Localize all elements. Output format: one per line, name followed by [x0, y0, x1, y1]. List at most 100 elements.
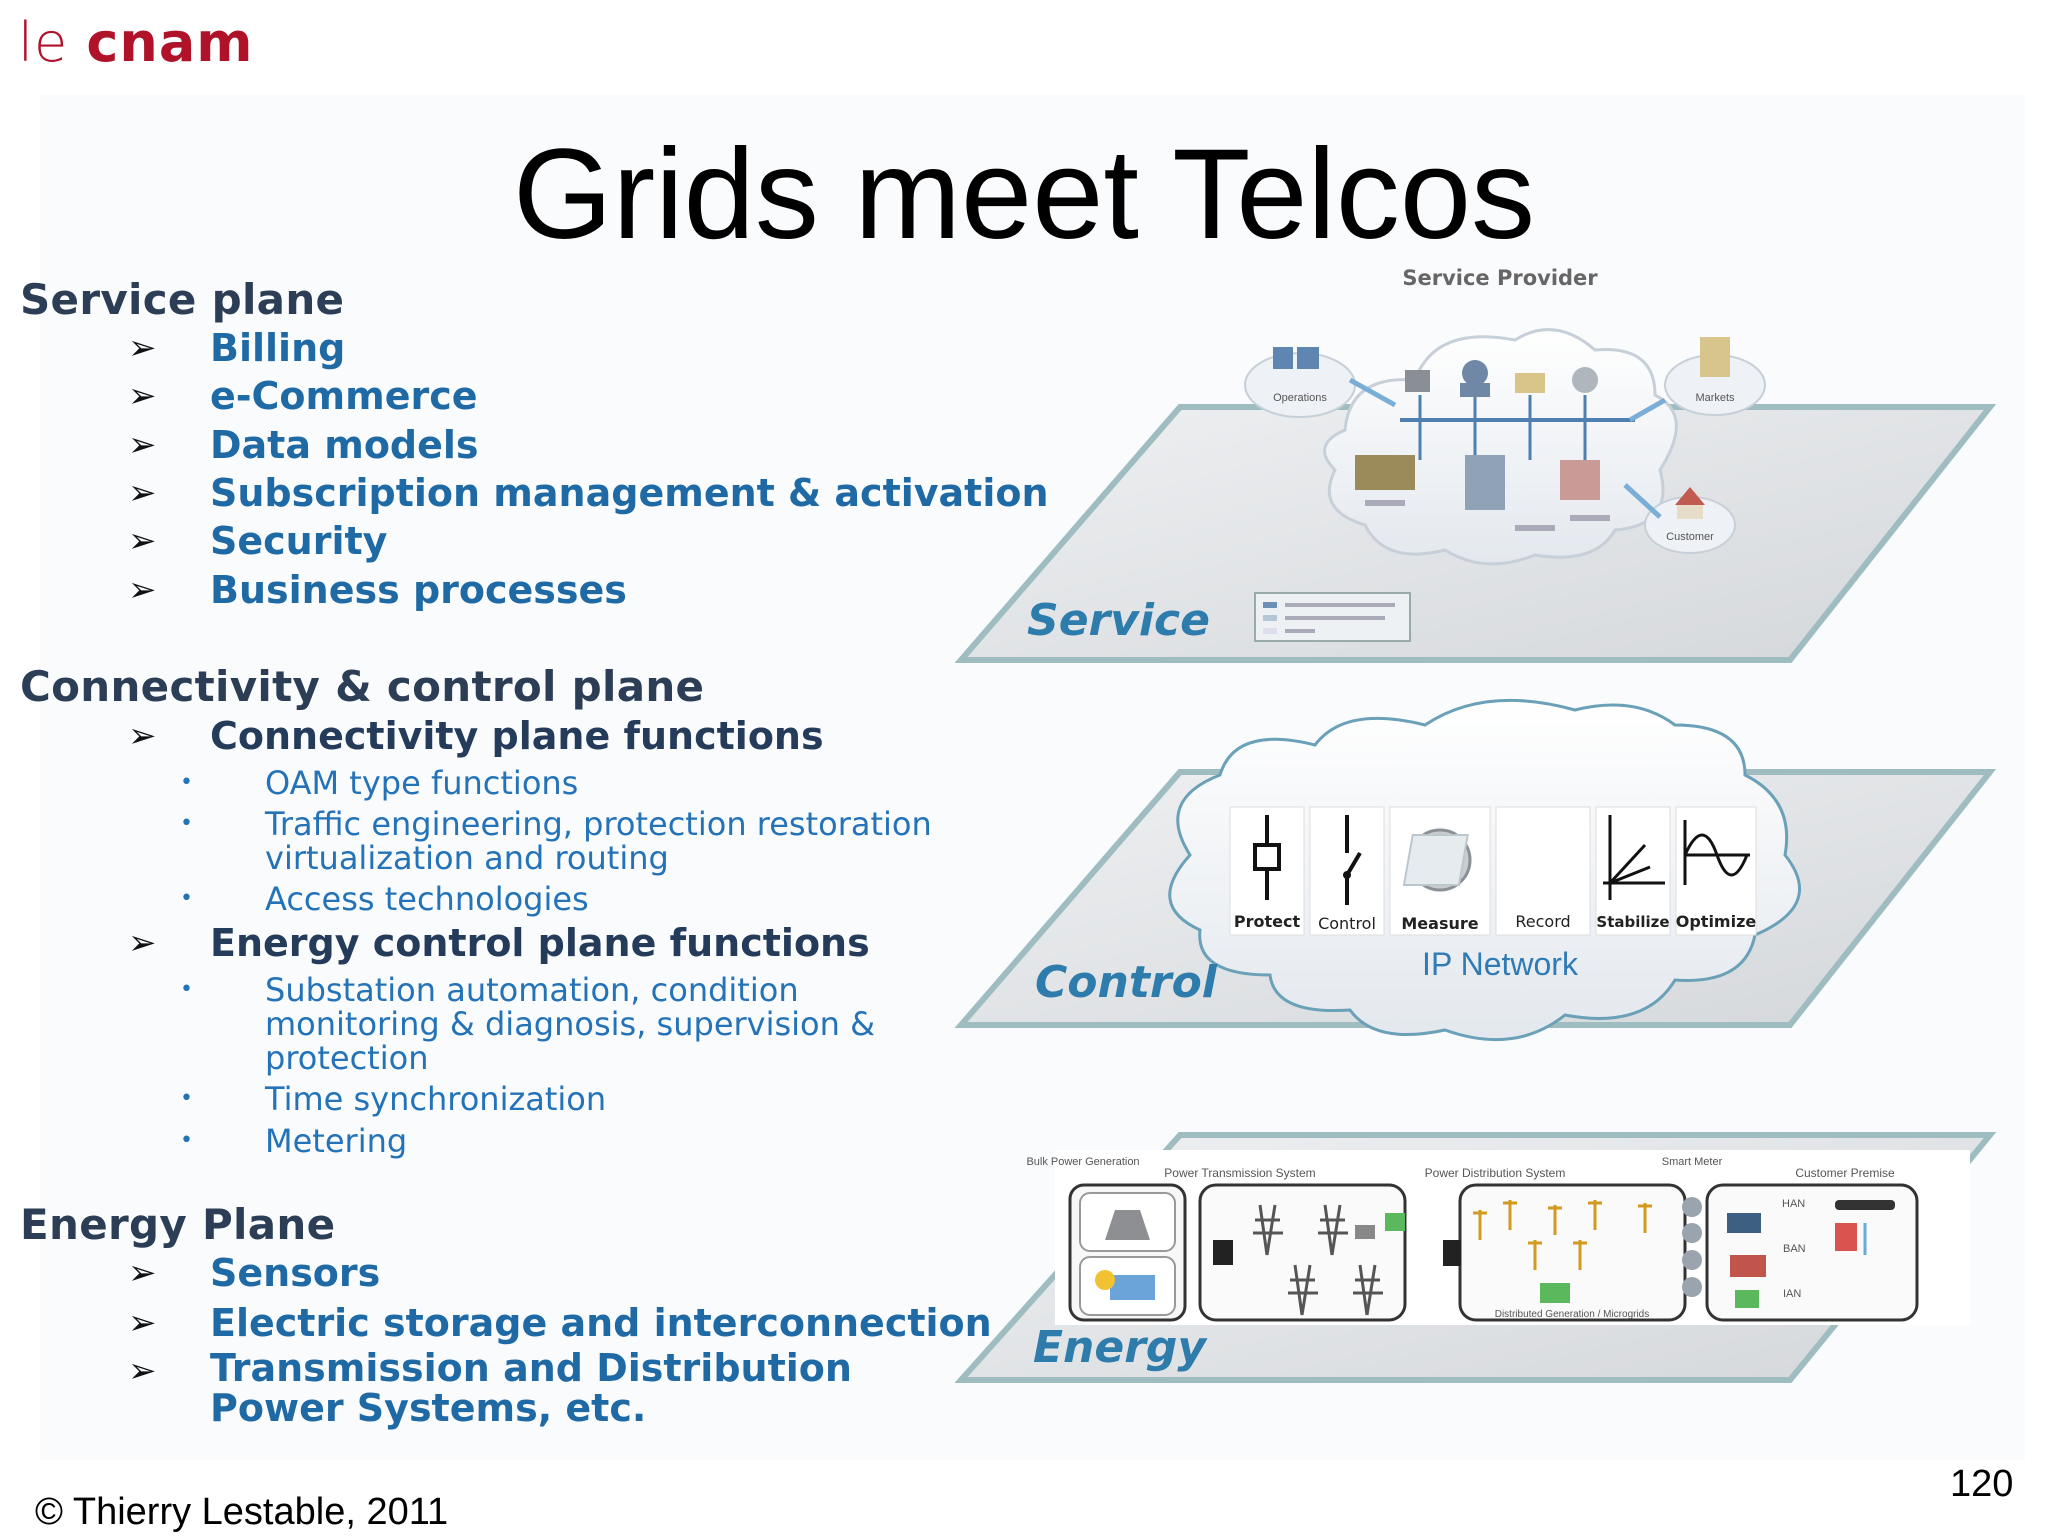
copyright-footer: © Thierry Lestable, 2011	[35, 1491, 449, 1533]
substation-icon	[1443, 1240, 1461, 1266]
markets-label: Markets	[1695, 392, 1735, 404]
arrow-bullet-icon: ➢	[128, 521, 157, 561]
logo-le: le	[18, 11, 69, 74]
building-icon	[1700, 337, 1730, 377]
ip-network-label: IP Network	[1422, 946, 1579, 982]
bullet-dot-icon: •	[180, 811, 193, 836]
control-tile-protect: Protect	[1229, 806, 1305, 936]
transmission-header: Power Transmission System	[1164, 1166, 1315, 1180]
distribution-box: Distributed Generation / Microgrids	[1443, 1183, 1687, 1322]
cnam-logo: le cnam	[18, 8, 254, 78]
customer-premise-header: Customer Premise	[1795, 1166, 1895, 1180]
three-plane-diagram: Service	[955, 266, 1997, 1383]
bulk-generation-box	[1068, 1183, 1187, 1322]
arrow-bullet-icon: ➢	[128, 425, 157, 465]
home-icon	[1675, 487, 1705, 505]
ian-label: IAN	[1783, 1288, 1801, 1300]
pylon-icon	[1288, 1264, 1318, 1316]
arrow-icon	[1355, 1225, 1375, 1239]
logo-cnam: cnam	[86, 11, 254, 74]
operations-node: Operations	[1244, 347, 1356, 418]
smart-meter-header: Smart Meter	[1662, 1156, 1723, 1168]
meter-icon	[1682, 1277, 1702, 1297]
control-tile-optimize: Optimize	[1675, 806, 1757, 936]
pylon-icon	[1353, 1264, 1383, 1316]
connectivity-plane-title: Connectivity & control plane	[20, 662, 705, 711]
control-tile-control: Control	[1309, 806, 1385, 936]
arrow-bullet-icon: ➢	[128, 473, 157, 513]
ban-label: BAN	[1783, 1243, 1806, 1255]
chart-paper-icon	[1402, 834, 1469, 886]
pole-icon	[1588, 1200, 1602, 1230]
pole-icon	[1638, 1203, 1652, 1233]
han-label: HAN	[1782, 1198, 1805, 1210]
monitor-icon	[1273, 347, 1293, 369]
substation-icon	[1213, 1240, 1233, 1265]
meter-icon	[1682, 1197, 1702, 1217]
pole-icon	[1548, 1205, 1562, 1235]
arrow-bullet-icon: ➢	[128, 923, 157, 963]
svg-text:Record: Record	[1515, 912, 1570, 931]
solar-panel-icon	[1110, 1275, 1155, 1300]
markets-node: Markets	[1664, 337, 1766, 416]
server-icon	[1405, 370, 1430, 392]
distribution-footer-label: Distributed Generation / Microgrids	[1495, 1309, 1650, 1320]
power-plant-icon	[1105, 1210, 1150, 1240]
transmission-box	[1198, 1183, 1407, 1322]
bullet-dot-icon: •	[180, 886, 193, 911]
building-icon	[1730, 1255, 1766, 1277]
arrow-bullet-icon: ➢	[128, 716, 157, 756]
arrow-bullet-icon: ➢	[128, 376, 157, 416]
operations-label: Operations	[1273, 392, 1327, 404]
service-plane-label: Service	[1027, 595, 1210, 646]
slide-title: Grids meet Telcos	[513, 123, 1535, 266]
energy-plane-title: Energy Plane	[20, 1200, 336, 1249]
meter-icon	[1682, 1250, 1702, 1270]
sine-wave-icon	[1683, 833, 1749, 877]
meter-icon	[1682, 1223, 1702, 1243]
svg-text:Optimize: Optimize	[1676, 912, 1757, 931]
control-plane-label: Control	[1035, 957, 1218, 1008]
bullet-dot-icon: •	[180, 1086, 193, 1111]
pole-icon	[1573, 1240, 1587, 1270]
pole-icon	[1528, 1240, 1542, 1270]
truck-icon	[1355, 455, 1415, 490]
svg-text:Stabilize: Stabilize	[1596, 913, 1669, 931]
distribution-header: Power Distribution System	[1425, 1166, 1566, 1180]
folder-icon	[1515, 373, 1545, 393]
arrow-bullet-icon: ➢	[128, 570, 157, 610]
breaker-icon	[1253, 843, 1281, 871]
building-monitor-icon	[1465, 455, 1505, 510]
service-legend	[1254, 592, 1411, 642]
arrow-bullet-icon: ➢	[128, 1253, 157, 1293]
svg-text:Protect: Protect	[1234, 912, 1301, 931]
arrow-bullet-icon: ➢	[128, 328, 157, 368]
customer-premise-box: HAN BAN IAN	[1705, 1183, 1919, 1322]
control-plane: Control IP Network Protect Control Measu…	[955, 698, 1997, 1042]
sun-icon	[1095, 1270, 1115, 1290]
smart-meter-column	[1682, 1197, 1702, 1297]
service-cloud	[1323, 328, 1678, 566]
dish-icon	[1572, 367, 1598, 393]
person-icon	[1462, 360, 1488, 386]
home-appliance-icon	[1727, 1213, 1761, 1233]
control-tile-stabilize: Stabilize	[1595, 806, 1671, 936]
service-plane: Service	[955, 266, 1997, 663]
control-tile-record: Record	[1402, 806, 1591, 936]
pole-icon	[1473, 1210, 1487, 1240]
phasor-icon	[1608, 843, 1647, 885]
service-provider-label: Service Provider	[1402, 266, 1598, 290]
pylon-icon	[1253, 1204, 1283, 1256]
service-plane-title: Service plane	[20, 275, 345, 324]
car-icon	[1835, 1200, 1895, 1210]
customer-node: Customer	[1644, 487, 1736, 554]
bullet-dot-icon: •	[180, 770, 193, 795]
page-number: 120	[1950, 1463, 2014, 1505]
svg-text:Measure: Measure	[1401, 914, 1478, 933]
monitor-icon	[1297, 347, 1319, 369]
bullet-dot-icon: •	[180, 1128, 193, 1153]
storage-icon	[1540, 1283, 1570, 1303]
svg-text:Control: Control	[1318, 914, 1376, 933]
house-icon	[1560, 460, 1600, 500]
customer-label: Customer	[1666, 531, 1714, 543]
